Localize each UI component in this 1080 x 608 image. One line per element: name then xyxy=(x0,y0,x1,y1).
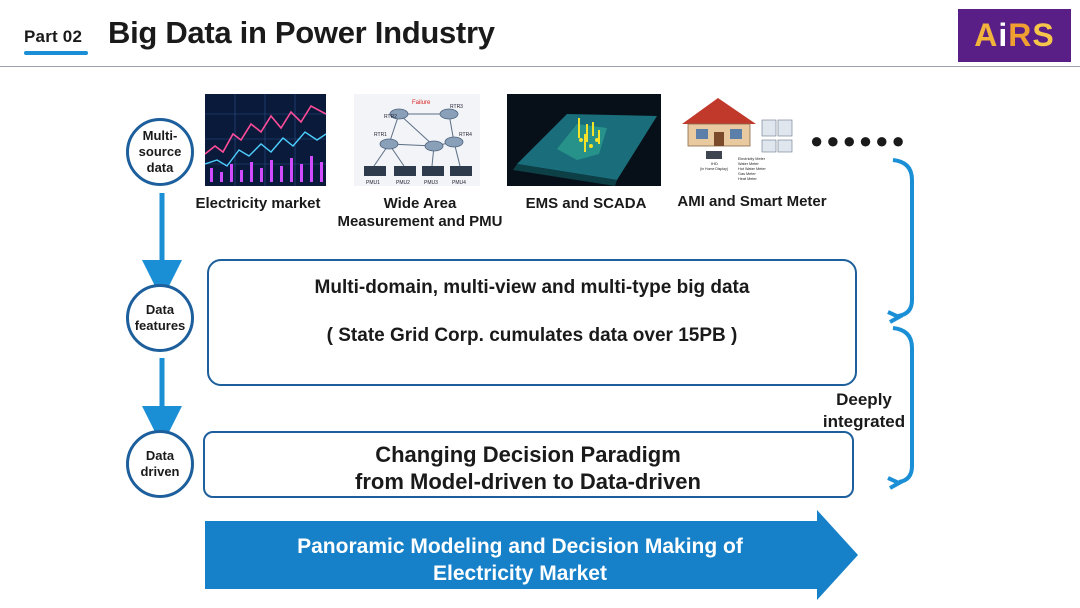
ems-scada-image xyxy=(507,94,661,186)
banner-arrow xyxy=(205,510,858,600)
svg-text:Gas Meter: Gas Meter xyxy=(738,172,756,176)
features-heading: Multi-domain, multi-view and multi-type … xyxy=(314,277,750,298)
slide-title: Big Data in Power Industry xyxy=(108,15,495,50)
svg-text:RTR2: RTR2 xyxy=(384,114,397,120)
electricity-market-image xyxy=(205,94,326,186)
svg-text:PMU4: PMU4 xyxy=(452,180,466,186)
bracket-features-to-driven xyxy=(892,326,914,484)
svg-text:PMU1: PMU1 xyxy=(366,180,380,186)
svg-text:Hot Water Meter: Hot Water Meter xyxy=(738,167,766,171)
caption-ami-smart-meter: AMI and Smart Meter xyxy=(677,193,827,210)
svg-text:RTR3: RTR3 xyxy=(450,104,463,110)
svg-text:(In Home Display): (In Home Display) xyxy=(700,167,728,171)
header-divider xyxy=(0,66,1080,67)
svg-text:Water Meter: Water Meter xyxy=(738,162,759,166)
svg-text:Heat Meter: Heat Meter xyxy=(738,177,758,181)
more-sources-ellipsis: ●●●●●● xyxy=(810,128,908,153)
svg-text:IHD: IHD xyxy=(711,161,718,166)
data-driven-panel xyxy=(203,431,854,498)
caption-electricity-market: Electricity market xyxy=(195,195,321,212)
wide-area-measurement-image: Failure RTR2 RTR3 RTR1 RTR4 PMU1 PMU2 PMU… xyxy=(354,94,480,186)
svg-text:Electricity Meter: Electricity Meter xyxy=(738,157,766,161)
part-underline xyxy=(24,51,88,55)
svg-text:PMU2: PMU2 xyxy=(396,180,410,186)
svg-text:RTR4: RTR4 xyxy=(459,132,472,138)
bracket-sources-to-features xyxy=(892,158,914,318)
caption-ems-scada: EMS and SCADA xyxy=(525,195,647,212)
svg-text:Failure: Failure xyxy=(412,100,431,106)
svg-text:PMU3: PMU3 xyxy=(424,180,438,186)
part-label: Part 02 xyxy=(24,27,83,46)
ami-smart-meter-image: IHD (In Home Display) Electricity Meter … xyxy=(678,94,800,186)
data-features-panel xyxy=(207,259,857,386)
features-note: ( State Grid Corp. cumulates data over 1… xyxy=(326,325,738,346)
svg-text:RTR1: RTR1 xyxy=(374,132,387,138)
banner-text: Panoramic Modeling and Decision Making o… xyxy=(297,535,743,585)
